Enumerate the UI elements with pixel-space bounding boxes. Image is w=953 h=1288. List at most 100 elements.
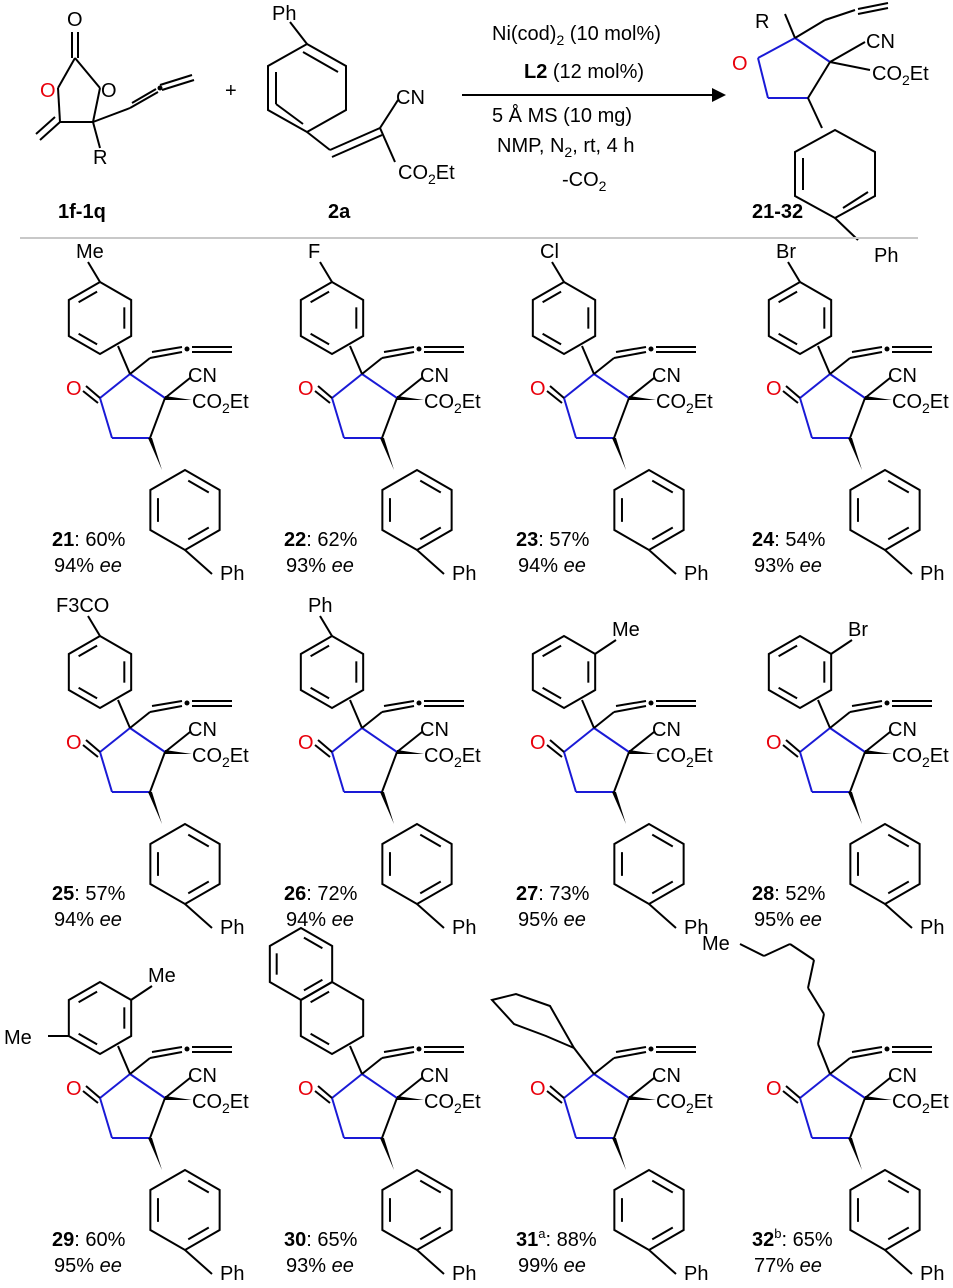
condition-co2-loss: -CO2 (562, 169, 607, 194)
reagent-co2et: CO2Et (398, 162, 455, 187)
reaction-arrow (462, 88, 726, 102)
yield-label: 29: 60% (52, 1229, 126, 1251)
product-cn: CN (866, 31, 895, 53)
co2et-label: CO2Et (192, 391, 249, 416)
substituent-label: Ph (308, 595, 332, 617)
ee-label: 95% ee (54, 1255, 122, 1277)
carbonyl-oxygen: O (530, 732, 546, 754)
yield-label: 26: 72% (284, 883, 358, 905)
ee-label: 95% ee (754, 909, 822, 931)
ee-label: 77% ee (754, 1255, 822, 1277)
plus-sign: + (225, 80, 237, 102)
biphenyl-ph: Ph (220, 563, 244, 585)
biphenyl-ph: Ph (920, 917, 944, 939)
co2et-label: CO2Et (192, 745, 249, 770)
cn-label: CN (888, 719, 917, 741)
carbonyl-oxygen: O (766, 732, 782, 754)
biphenyl-ph: Ph (220, 1263, 244, 1285)
yield-label: 24: 54% (752, 529, 826, 551)
carbonyl-oxygen: O (66, 378, 82, 400)
cn-label: CN (188, 1065, 217, 1087)
carbonyl-oxygen: O (530, 1078, 546, 1100)
substrate-1f-1q (35, 32, 195, 149)
cn-label: CN (888, 365, 917, 387)
co2et-label: CO2Et (892, 1091, 949, 1116)
yield-label: 30: 65% (284, 1229, 358, 1251)
co2et-label: CO2Et (424, 745, 481, 770)
carbonyl-oxygen: O (766, 1078, 782, 1100)
co2et-label: CO2Et (892, 745, 949, 770)
ee-label: 94% ee (54, 909, 122, 931)
condition-ligand: L2 (12 mol%) (524, 61, 644, 83)
carbonyl-oxygen: O (766, 378, 782, 400)
yield-label: 25: 57% (52, 883, 126, 905)
yield-label: 31a: 88% (516, 1226, 597, 1251)
cn-label: CN (188, 365, 217, 387)
substituent-label: Me (148, 965, 176, 987)
biphenyl-ph: Ph (452, 917, 476, 939)
co2et-label: CO2Et (892, 391, 949, 416)
biphenyl-ph: Ph (684, 1263, 708, 1285)
atom-o-carbonyl: O (67, 9, 83, 31)
co2et-label: CO2Et (424, 391, 481, 416)
condition-sieves: 5 Å MS (10 mg) (492, 104, 632, 127)
substituent-label: Br (848, 619, 868, 641)
substituent-label: Me (612, 619, 640, 641)
product-ph: Ph (874, 245, 898, 267)
cn-label: CN (652, 719, 681, 741)
biphenyl-ph: Ph (684, 563, 708, 585)
ee-label: 93% ee (286, 555, 354, 577)
biphenyl-ph: Ph (920, 1263, 944, 1285)
co2et-label: CO2Et (656, 1091, 713, 1116)
cn-label: CN (652, 365, 681, 387)
carbonyl-oxygen: O (298, 1078, 314, 1100)
substituent-label: F (308, 241, 320, 263)
yield-label: 27: 73% (516, 883, 590, 905)
yield-label: 28: 52% (752, 883, 826, 905)
biphenyl-ph: Ph (452, 1263, 476, 1285)
co2et-label: CO2Et (656, 745, 713, 770)
ee-label: 99% ee (518, 1255, 586, 1277)
biphenyl-ph: Ph (920, 563, 944, 585)
substituent-label: Br (776, 241, 796, 263)
reagent-label: 2a (328, 201, 351, 223)
substituent-label: Cl (540, 241, 559, 263)
biphenyl-ph: Ph (684, 917, 708, 939)
carbonyl-oxygen: O (298, 732, 314, 754)
co2et-label: CO2Et (192, 1091, 249, 1116)
yield-label: 32b: 65% (752, 1226, 833, 1251)
condition-solvent: NMP, N2, rt, 4 h (497, 135, 634, 160)
biphenyl-ph: Ph (220, 917, 244, 939)
cn-label: CN (188, 719, 217, 741)
carbonyl-oxygen: O (298, 378, 314, 400)
biphenyl-ph: Ph (452, 563, 476, 585)
reagent-ph: Ph (272, 3, 296, 25)
co2et-label: CO2Et (424, 1091, 481, 1116)
yield-label: 21: 60% (52, 529, 126, 551)
atom-r: R (93, 147, 107, 169)
cn-label: CN (420, 719, 449, 741)
atom-o-ring: O (101, 80, 117, 102)
yield-label: 23: 57% (516, 529, 590, 551)
ee-label: 94% ee (286, 909, 354, 931)
substituent-label: Me (76, 241, 104, 263)
substituent-label: F3CO (56, 595, 109, 617)
substituent-label: Me (702, 933, 730, 955)
co2et-label: CO2Et (656, 391, 713, 416)
ee-label: 94% ee (54, 555, 122, 577)
cn-label: CN (420, 365, 449, 387)
product-o: O (732, 53, 748, 75)
product-co2et: CO2Et (872, 63, 929, 88)
